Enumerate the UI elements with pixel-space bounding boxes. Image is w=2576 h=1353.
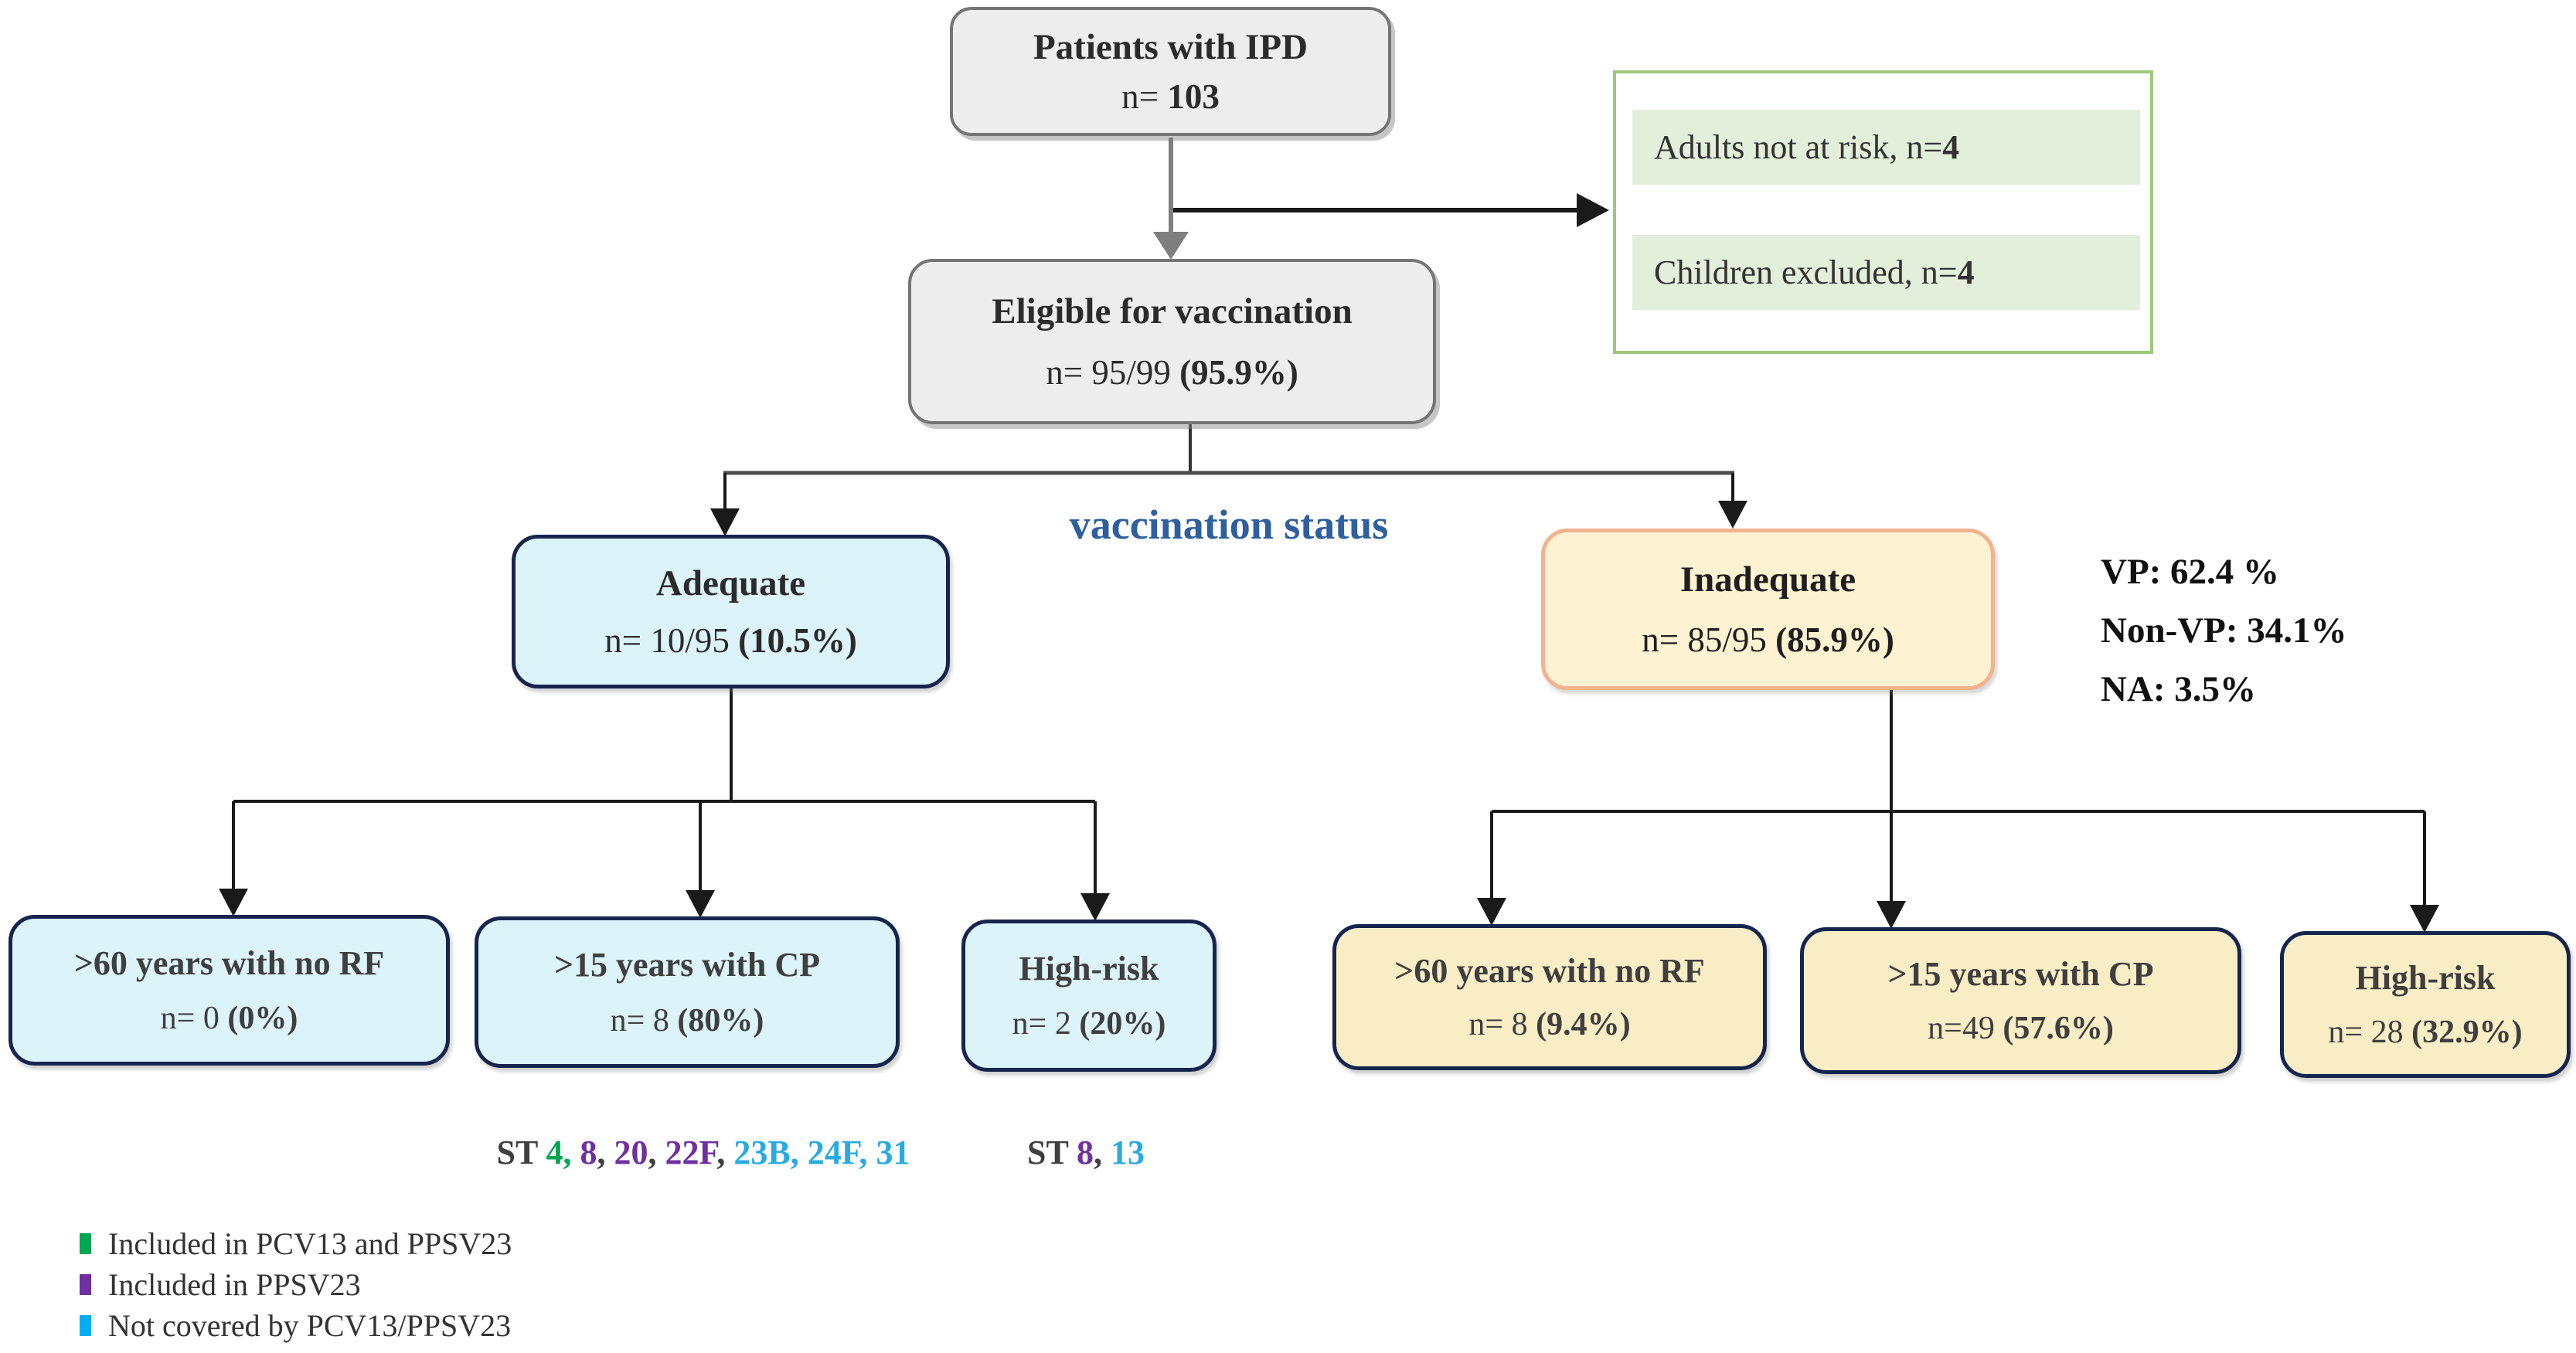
legend: Included in PCV13 and PPSV23 Included in… xyxy=(80,1223,512,1346)
n-pct: (32.9%) xyxy=(2411,1014,2523,1050)
adequate-child-high-risk-box: High-risk n= 2 (20%) xyxy=(961,920,1217,1072)
legend-swatch-green xyxy=(80,1233,91,1254)
n-prefix: n= 8 xyxy=(610,1002,678,1039)
exclusion-adults-text: Adults not at risk, n= xyxy=(1654,128,1943,166)
exclusion-row-adults: Adults not at risk, n= 4 xyxy=(1632,110,2140,185)
serotype-segment: ST xyxy=(1026,1134,1077,1171)
serotype-segment: ST xyxy=(496,1134,546,1171)
n-pct: (9.4%) xyxy=(1536,1007,1631,1042)
legend-item-ppsv23: Included in PPSV23 xyxy=(80,1264,512,1305)
connector-eligible-branch xyxy=(710,424,1747,536)
connector-patients-to-eligible xyxy=(1153,138,1189,260)
adequate-box: Adequate n= 10/95 (10.5%) xyxy=(512,535,950,688)
adequate-child-high-risk-n: n= 2 (20%) xyxy=(1012,1005,1166,1042)
vaccination-status-label: vaccination status xyxy=(1069,501,1389,548)
n-prefix: n= 2 xyxy=(1012,1006,1080,1042)
serotype-segment: , xyxy=(1094,1134,1111,1171)
serotype-segment: 23B, 24F, 31 xyxy=(733,1134,910,1171)
patients-n-prefix: n= xyxy=(1121,77,1168,116)
vp-stats-line3: NA: 3.5% xyxy=(2101,669,2257,709)
legend-item-pcv13-ppsv23: Included in PCV13 and PPSV23 xyxy=(80,1223,512,1264)
vp-stats-line1: VP: 62.4 % xyxy=(2101,552,2280,592)
inadequate-child-no-rf-title: >60 years with no RF xyxy=(1394,952,1705,990)
adequate-n-prefix: n= 10/95 xyxy=(604,621,739,660)
serotype-segment: , xyxy=(597,1134,614,1171)
inadequate-child-high-risk-n: n= 28 (32.9%) xyxy=(2328,1014,2522,1051)
n-pct: (80%) xyxy=(677,1002,764,1039)
adequate-child-cp-n: n= 8 (80%) xyxy=(611,1002,764,1039)
serotype-line-cp: ST 4, 8, 20, 22F, 23B, 24F, 31 xyxy=(483,1133,924,1172)
inadequate-title: Inadequate xyxy=(1679,559,1856,600)
patients-n: n= 103 xyxy=(1121,76,1220,117)
patients-n-value: 103 xyxy=(1167,77,1220,116)
legend-label-not-covered: Not covered by PCV13/PPSV23 xyxy=(108,1308,512,1343)
connector-inadequate-branch xyxy=(1477,690,2439,933)
inadequate-child-high-risk-box: High-risk n= 28 (32.9%) xyxy=(2280,931,2571,1078)
exclusion-adults-n: 4 xyxy=(1942,128,1960,166)
serotype-segment: 13 xyxy=(1111,1134,1145,1171)
serotype-segment: , xyxy=(716,1134,734,1171)
serotype-segment: 8 xyxy=(1077,1134,1094,1171)
eligible-box: Eligible for vaccination n= 95/99 (95.9%… xyxy=(908,259,1436,424)
connector-adequate-branch xyxy=(219,688,1110,921)
serotype-line-high-risk: ST 8, 13 xyxy=(993,1133,1179,1172)
inadequate-child-no-rf-n: n= 8 (9.4%) xyxy=(1468,1006,1630,1043)
vp-stats-line2: Non-VP: 34.1% xyxy=(2101,610,2347,651)
legend-swatch-purple xyxy=(80,1274,91,1295)
legend-label-ppsv23: Included in PPSV23 xyxy=(108,1267,361,1302)
n-prefix: n= 28 xyxy=(2328,1014,2412,1050)
adequate-n: n= 10/95 (10.5%) xyxy=(604,620,857,661)
legend-label-pcv13-ppsv23: Included in PCV13 and PPSV23 xyxy=(108,1226,512,1261)
serotype-segment: 22F xyxy=(665,1134,717,1171)
serotype-segment: 8 xyxy=(571,1134,597,1171)
n-prefix: n=49 xyxy=(1928,1010,2003,1046)
legend-swatch-cyan xyxy=(80,1315,91,1336)
adequate-child-no-rf-title: >60 years with no RF xyxy=(73,944,385,982)
inadequate-child-cp-n: n=49 (57.6%) xyxy=(1928,1010,2114,1047)
eligible-n-pct: (95.9%) xyxy=(1179,353,1298,393)
adequate-title: Adequate xyxy=(655,563,806,603)
eligible-title: Eligible for vaccination xyxy=(992,291,1353,331)
serotype-segment: , xyxy=(648,1134,665,1171)
inadequate-child-cp-title: >15 years with CP xyxy=(1887,955,2154,994)
n-prefix: n= 8 xyxy=(1468,1007,1536,1042)
adequate-child-no-rf-n: n= 0 (0%) xyxy=(161,1000,298,1037)
n-prefix: n= 0 xyxy=(160,1001,228,1036)
eligible-n-prefix: n= 95/99 xyxy=(1046,353,1180,393)
serotype-segment: 4, xyxy=(546,1134,572,1171)
connector-patients-to-exclusions xyxy=(1173,193,1609,227)
exclusion-children-n: 4 xyxy=(1957,253,1975,291)
legend-item-not-covered: Not covered by PCV13/PPSV23 xyxy=(80,1305,512,1346)
serotype-segment: 20 xyxy=(614,1134,648,1171)
adequate-child-cp-box: >15 years with CP n= 8 (80%) xyxy=(475,916,900,1068)
inadequate-box: Inadequate n= 85/95 (85.9%) xyxy=(1541,529,1995,690)
inadequate-n-pct: (85.9%) xyxy=(1775,620,1894,659)
n-pct: (0%) xyxy=(227,1001,298,1036)
exclusions-panel: Adults not at risk, n= 4 Children exclud… xyxy=(1613,70,2153,354)
inadequate-child-high-risk-title: High-risk xyxy=(2355,959,2496,998)
n-pct: (20%) xyxy=(1079,1006,1166,1042)
exclusion-row-children: Children excluded, n=4 xyxy=(1632,235,2140,310)
patients-box: Patients with IPD n= 103 xyxy=(950,7,1391,136)
inadequate-n: n= 85/95 (85.9%) xyxy=(1642,620,1894,660)
inadequate-child-cp-box: >15 years with CP n=49 (57.6%) xyxy=(1800,927,2241,1074)
eligible-n: n= 95/99 (95.9%) xyxy=(1046,352,1298,393)
adequate-child-no-rf-box: >60 years with no RF n= 0 (0%) xyxy=(9,915,450,1066)
adequate-child-cp-title: >15 years with CP xyxy=(553,946,821,984)
exclusion-children-text: Children excluded, n= xyxy=(1654,253,1958,291)
patients-title: Patients with IPD xyxy=(1033,27,1308,67)
adequate-n-pct: (10.5%) xyxy=(738,621,857,660)
vp-stats: VP: 62.4 % Non-VP: 34.1% NA: 3.5% xyxy=(2101,542,2347,719)
inadequate-n-prefix: n= 85/95 xyxy=(1642,620,1776,659)
n-pct: (57.6%) xyxy=(2003,1010,2114,1046)
adequate-child-high-risk-title: High-risk xyxy=(1019,949,1159,988)
inadequate-child-no-rf-box: >60 years with no RF n= 8 (9.4%) xyxy=(1332,924,1767,1070)
